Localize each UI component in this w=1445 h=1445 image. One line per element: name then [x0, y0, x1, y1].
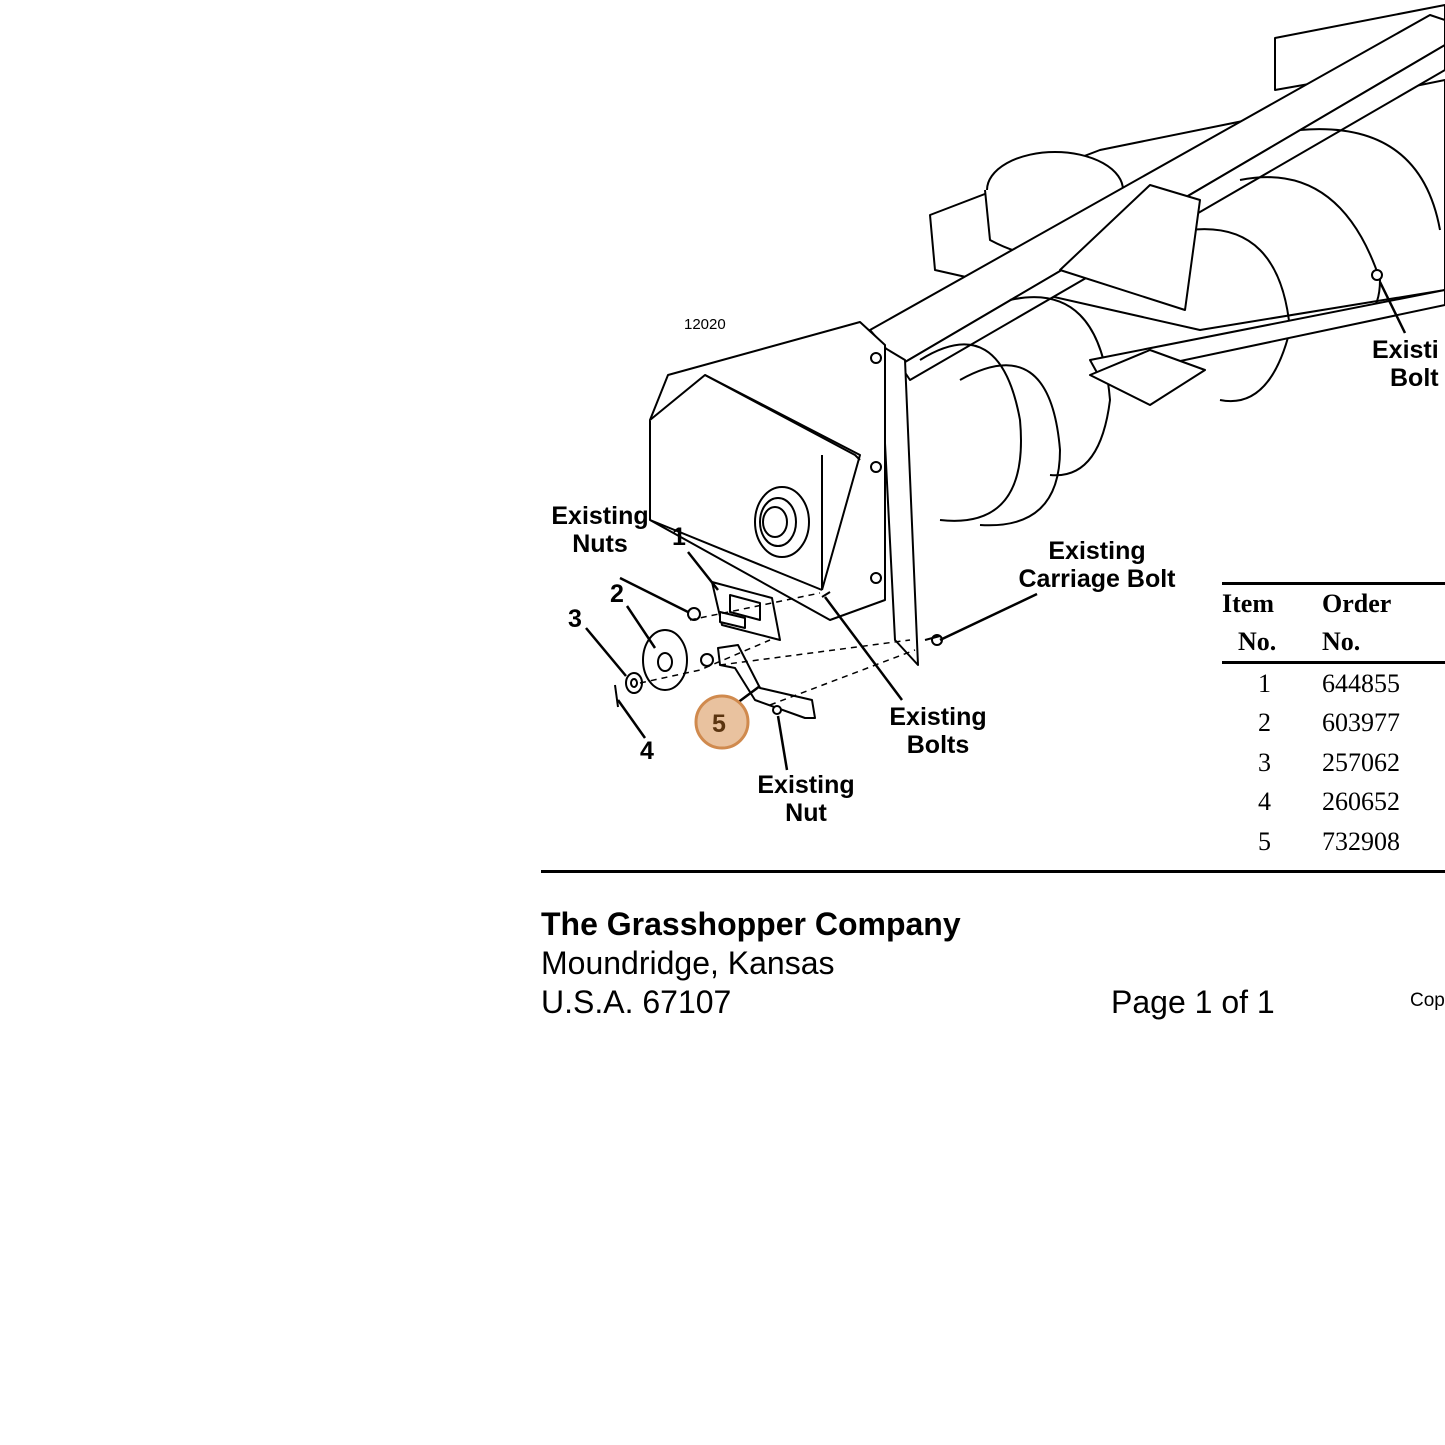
- order-no: 257062: [1322, 747, 1400, 777]
- page-indicator: Page 1 of 1: [1111, 984, 1275, 1020]
- footer-divider: [541, 870, 1445, 873]
- copyright-text: Cop: [1410, 990, 1445, 1011]
- label-existing-nut: Existing Nut: [757, 771, 855, 827]
- item-no: 4: [1258, 787, 1271, 817]
- table-row: 2 603977: [1222, 704, 1445, 744]
- header-order-no: No.: [1322, 627, 1361, 656]
- company-city: Moundridge, Kansas: [541, 945, 835, 981]
- table-row: 4 260652: [1222, 783, 1445, 823]
- item-no: 5: [1258, 826, 1271, 856]
- item-no: 3: [1258, 747, 1271, 777]
- callout-3: 3: [568, 605, 582, 633]
- figure-number: 12020: [684, 316, 726, 333]
- table-row: 5 732908: [1222, 822, 1445, 862]
- label-existing-bolts: Existing Bolts: [889, 703, 987, 759]
- company-address: U.S.A. 67107: [541, 984, 732, 1020]
- table-row: 3 257062: [1222, 743, 1445, 783]
- callout-5-highlight: [694, 694, 750, 750]
- item-no: 1: [1258, 668, 1271, 698]
- order-no: 732908: [1322, 826, 1400, 856]
- callout-2: 2: [610, 580, 624, 608]
- parts-table: Item Order No. No. 1 644855 2 603977 3 2…: [1222, 582, 1445, 862]
- callout-5: 5: [712, 710, 726, 738]
- order-no: 260652: [1322, 787, 1400, 817]
- order-no: 603977: [1322, 708, 1400, 738]
- label-existing-nuts: Existing Nuts: [551, 502, 649, 558]
- order-no: 644855: [1322, 668, 1400, 698]
- callout-4: 4: [640, 737, 654, 765]
- company-name: The Grasshopper Company: [541, 906, 961, 942]
- parts-table-header-row-1: Item Order: [1222, 583, 1445, 624]
- item-no: 2: [1258, 708, 1271, 738]
- label-existing-carriage-bolt: Existing Carriage Bolt: [1018, 537, 1176, 593]
- callout-1: 1: [672, 523, 686, 551]
- header-item: Item: [1222, 589, 1274, 618]
- header-order: Order: [1322, 589, 1392, 618]
- header-item-no: No.: [1238, 627, 1277, 656]
- label-existing-bolts-right: Existi Bolt: [1372, 336, 1439, 392]
- parts-table-header-row-2: No. No.: [1222, 623, 1445, 663]
- table-row: 1 644855: [1222, 663, 1445, 704]
